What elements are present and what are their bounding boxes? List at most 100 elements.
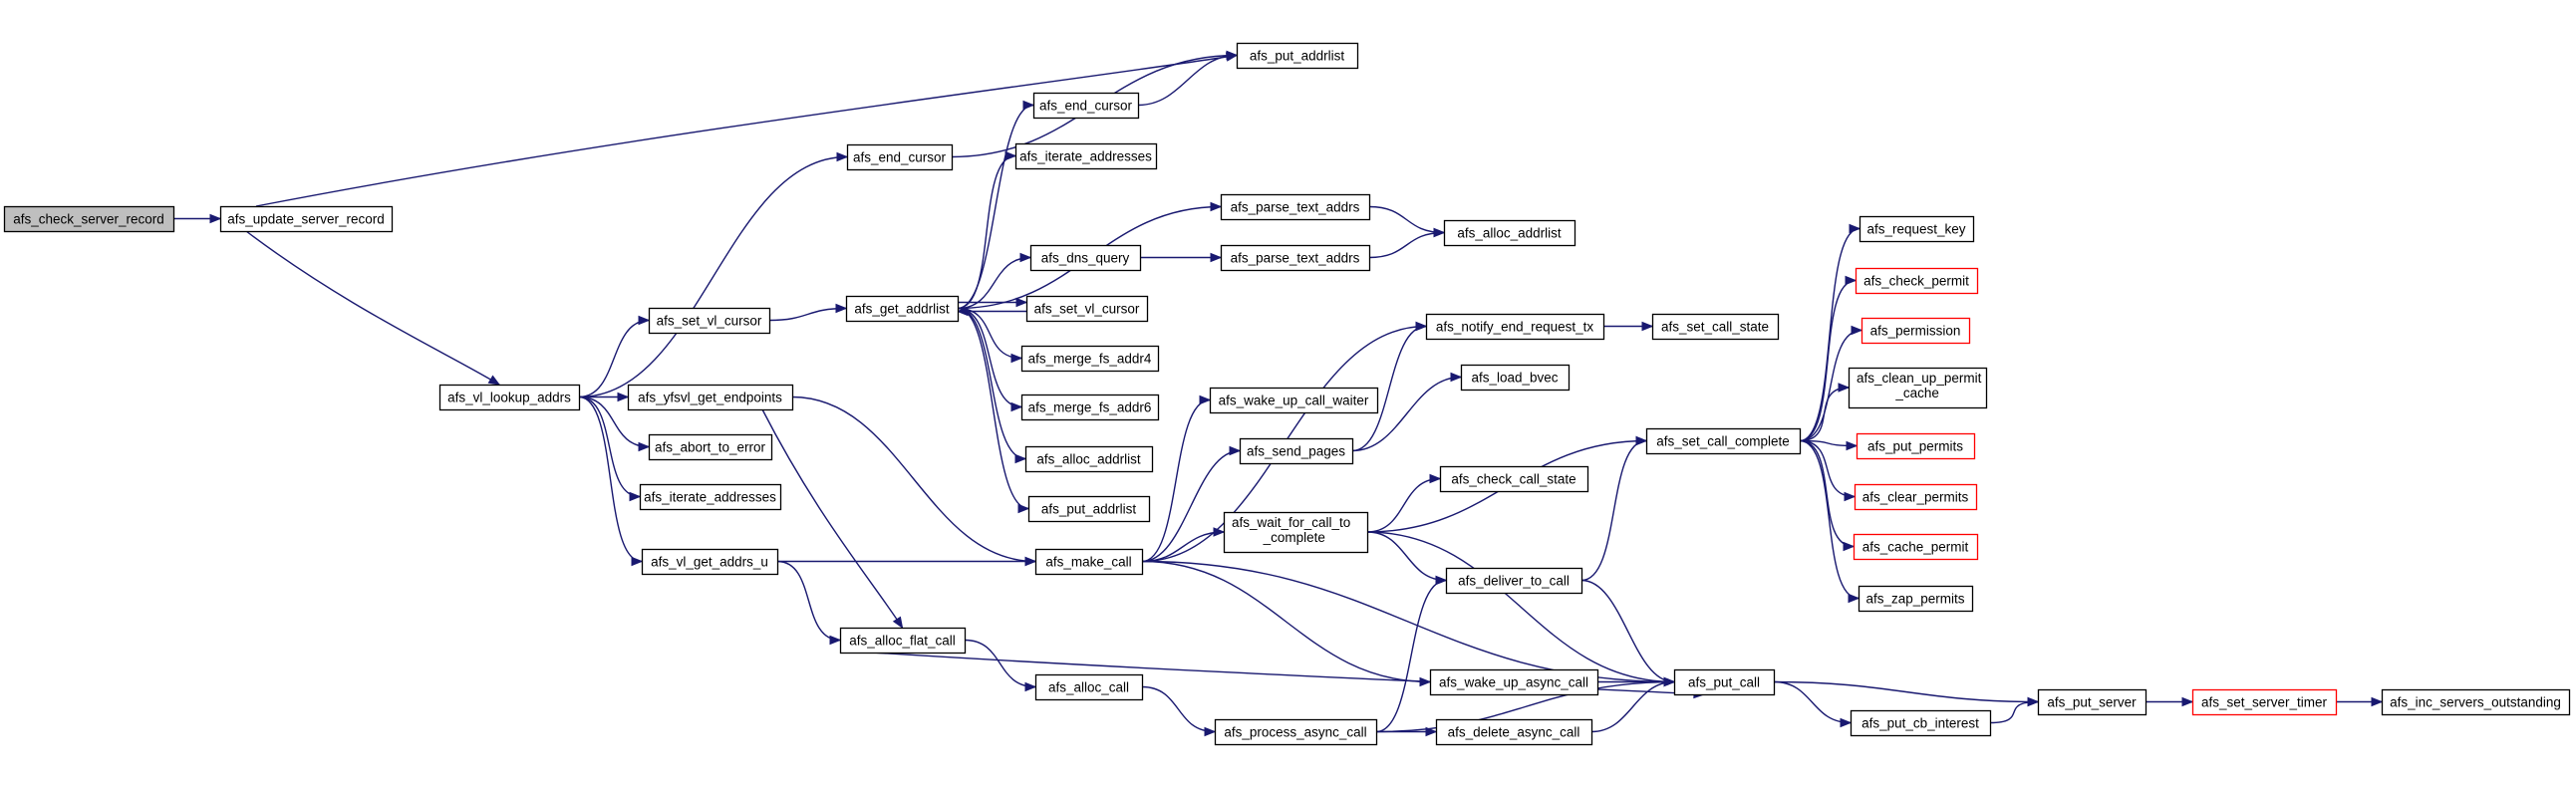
node-label: afs_set_call_complete [1656,434,1790,449]
node-afs-check-call-state[interactable]: afs_check_call_state [1439,465,1589,493]
edge-afs-vl-lookup-addrs-to-afs-end-cursor-b [578,155,848,398]
node-afs-put-cb-interest[interactable]: afs_put_cb_interest [1850,709,1992,737]
edge-afs-vl-get-addrs-u-to-afs-alloc-flat-call [776,560,841,642]
node-afs-yfsvl-get-endpoints[interactable]: afs_yfsvl_get_endpoints [627,384,794,411]
arrowhead [617,392,630,402]
node-box [1855,267,1979,295]
node-afs-inc-servers-outstanding[interactable]: afs_inc_servers_outstanding [2381,688,2571,716]
node-afs-put-call[interactable]: afs_put_call [1673,668,1776,696]
node-label: afs_vl_lookup_addrs [447,391,571,405]
node-afs-update-server-record[interactable]: afs_update_server_record [219,205,394,233]
node-afs-wake-up-async-call[interactable]: afs_wake_up_async_call [1429,668,1599,696]
node-afs-put-server[interactable]: afs_put_server [2037,688,2147,716]
node-box [1645,427,1802,455]
node-afs-vl-get-addrs-u[interactable]: afs_vl_get_addrs_u [641,548,779,576]
node-afs-set-call-complete[interactable]: afs_set_call_complete [1645,427,1802,455]
node-afs-wake-up-call-waiter[interactable]: afs_wake_up_call_waiter [1209,387,1379,414]
node-afs-set-server-timer[interactable]: afs_set_server_timer [2191,688,2338,716]
node-afs-parse-text-addrs-b[interactable]: afs_parse_text_addrs [1220,244,1371,272]
node-afs-load-bvec[interactable]: afs_load_bvec [1460,364,1571,392]
node-afs-process-async-call[interactable]: afs_process_async_call [1214,718,1378,746]
node-afs-make-call[interactable]: afs_make_call [1034,548,1144,576]
node-afs-vl-lookup-addrs[interactable]: afs_vl_lookup_addrs [438,384,581,411]
node-afs-deliver-to-call[interactable]: afs_deliver_to_call [1445,567,1583,595]
node-afs-put-addrlist-a[interactable]: afs_put_addrlist [1236,42,1359,70]
node-afs-check-server-record[interactable]: afs_check_server_record [3,205,175,233]
node-label: afs_put_server [2047,695,2137,710]
edge-afs-set-vl-cursor-a-to-afs-get-addrlist [768,307,847,322]
node-afs-wait-for-call-to-complete[interactable]: afs_wait_for_call_to_complete [1223,511,1369,554]
node-box [438,384,581,411]
node-box [1850,709,1992,737]
node-afs-iterate-addresses-b[interactable]: afs_iterate_addresses [639,483,782,511]
node-afs-iterate-addresses-a[interactable]: afs_iterate_addresses [1014,142,1158,170]
edge-afs-set-call-complete-to-afs-clean-up-permit-cache [1799,387,1850,442]
edge-afs-make-call-to-afs-wake-up-async-call [1141,560,1431,683]
node-box [1460,364,1571,392]
edge-afs-alloc-flat-call-to-afs-alloc-call [964,639,1036,688]
arrowhead [638,315,651,326]
edge-afs-set-call-complete-to-afs-clear-permits [1799,439,1856,498]
node-label: afs_check_call_state [1451,472,1575,487]
node-label: afs_dns_query [1041,251,1130,266]
arrowhead [2371,696,2384,707]
node-box [648,433,773,461]
node-afs-alloc-addrlist-b[interactable]: afs_alloc_addrlist [1024,445,1154,473]
node-afs-request-key[interactable]: afs_request_key [1859,215,1975,243]
arrowhead [829,635,842,646]
node-afs-end-cursor-b[interactable]: afs_end_cursor [846,143,954,171]
node-afs-merge-fs-addr6[interactable]: afs_merge_fs_addr6 [1020,394,1160,421]
node-afs-delete-async-call[interactable]: afs_delete_async_call [1435,718,1593,746]
node-afs-send-pages[interactable]: afs_send_pages [1239,437,1354,465]
node-afs-cache-permit[interactable]: afs_cache_permit [1853,533,1979,561]
edge-afs-yfsvl-get-endpoints-to-afs-make-call [791,395,1036,563]
arrowhead [1017,503,1030,514]
node-afs-permission[interactable]: afs_permission [1860,317,1971,345]
node-afs-put-addrlist-b[interactable]: afs_put_addrlist [1027,495,1151,523]
edge-afs-vl-lookup-addrs-to-afs-vl-get-addrs-u [578,395,643,563]
node-box [1858,585,1974,613]
node-label: afs_abort_to_error [655,440,766,455]
node-label: afs_alloc_call [1048,680,1129,695]
node-label: afs_delete_async_call [1448,725,1580,740]
node-box [1239,437,1354,465]
edge-afs-wait-for-call-to-complete-to-afs-put-call [1366,531,1675,683]
node-afs-alloc-call[interactable]: afs_alloc_call [1034,673,1144,701]
arrowhead [1433,227,1446,238]
node-afs-alloc-flat-call[interactable]: afs_alloc_flat_call [839,627,967,655]
node-box [1651,313,1780,341]
node-afs-set-call-state[interactable]: afs_set_call_state [1651,313,1780,341]
node-label: afs_wake_up_async_call [1439,675,1588,690]
arrowhead [1450,372,1463,383]
node-afs-clean-up-permit-cache[interactable]: afs_clean_up_permit_cache [1848,367,1988,409]
edge-afs-yfsvl-get-endpoints-to-afs-alloc-flat-call [761,408,904,629]
node-afs-dns-query[interactable]: afs_dns_query [1029,244,1142,272]
node-label: afs_merge_fs_addr6 [1028,400,1152,415]
node-box [1214,718,1378,746]
node-afs-zap-permits[interactable]: afs_zap_permits [1858,585,1974,613]
node-afs-end-cursor-a[interactable]: afs_end_cursor [1032,92,1140,120]
node-box [1209,387,1379,414]
node-box [1854,483,1978,511]
node-afs-get-addrlist[interactable]: afs_get_addrlist [845,295,960,323]
node-box [1848,367,1988,409]
arrowhead [1641,321,1654,332]
edge-afs-set-call-complete-to-afs-cache-permit [1799,439,1855,548]
node-afs-clear-permits[interactable]: afs_clear_permits [1854,483,1978,511]
node-afs-check-permit[interactable]: afs_check_permit [1855,267,1979,295]
node-afs-parse-text-addrs-a[interactable]: afs_parse_text_addrs [1220,193,1371,221]
arrowhead [487,375,501,386]
edge-afs-process-async-call-to-afs-put-call [1375,680,1675,733]
node-afs-set-vl-cursor-a[interactable]: afs_set_vl_cursor [648,307,771,335]
node-afs-alloc-addrlist-a[interactable]: afs_alloc_addrlist [1443,219,1576,247]
node-afs-abort-to-error[interactable]: afs_abort_to_error [648,433,773,461]
node-afs-merge-fs-addr4[interactable]: afs_merge_fs_addr4 [1020,345,1160,373]
edge-afs-put-call-to-afs-put-server [1773,680,2039,703]
arrowhead [1210,252,1223,263]
node-box [1034,548,1144,576]
node-afs-notify-end-request-tx[interactable]: afs_notify_end_request_tx [1425,313,1605,341]
node-afs-put-permits[interactable]: afs_put_permits [1856,432,1976,460]
node-label: afs_merge_fs_addr4 [1028,352,1152,367]
node-afs-set-vl-cursor-b[interactable]: afs_set_vl_cursor [1025,295,1149,323]
node-box [648,307,771,335]
